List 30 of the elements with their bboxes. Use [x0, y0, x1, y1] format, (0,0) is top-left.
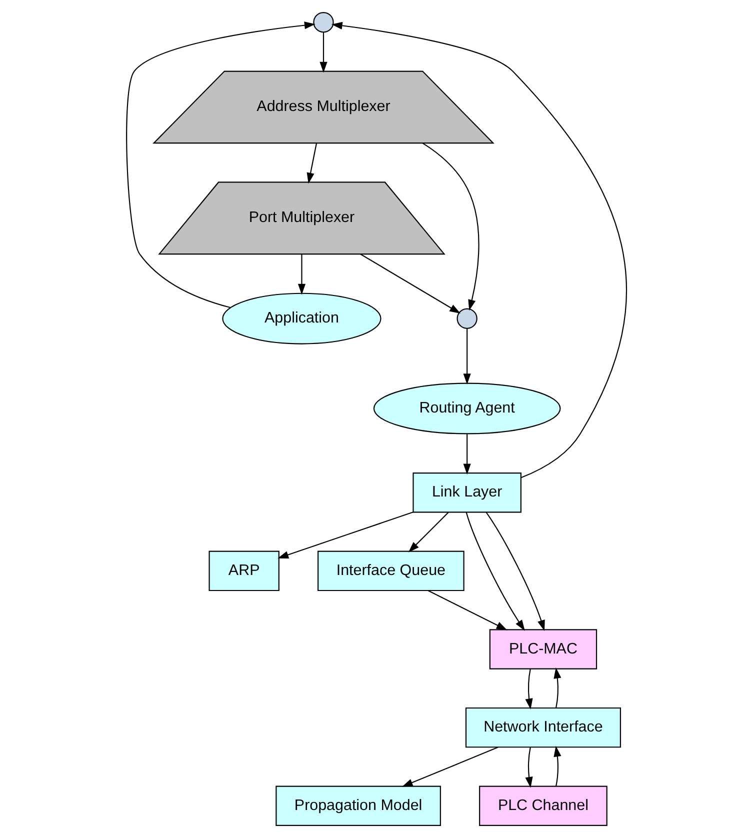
arrow — [277, 512, 413, 558]
arrow — [462, 434, 470, 475]
node-box: PLC Channel — [478, 786, 607, 826]
arrow — [319, 32, 327, 73]
arrow — [306, 143, 317, 184]
node-circle — [312, 12, 334, 33]
arrow — [297, 254, 306, 295]
arrow — [465, 512, 524, 631]
node-box: Interface Queue — [317, 550, 464, 592]
arrow — [126, 22, 315, 308]
node-box: ARP — [208, 550, 279, 592]
node-box: PLC-MAC — [488, 629, 597, 670]
arrow — [427, 590, 507, 630]
node-ellipse: Application — [222, 292, 381, 344]
arrow — [485, 512, 544, 632]
arrow — [401, 746, 498, 787]
arrow — [524, 747, 532, 788]
arrow — [422, 142, 479, 311]
arrow — [462, 328, 470, 384]
arrow — [360, 254, 460, 314]
node-circle — [456, 308, 477, 329]
arrow — [553, 746, 561, 786]
arrow — [330, 22, 626, 478]
arrow — [524, 669, 532, 710]
node-box: Link Layer — [412, 472, 521, 513]
arrow — [553, 668, 561, 708]
arrow — [408, 512, 448, 552]
node-box: Network Interface — [464, 707, 620, 748]
node-box: Propagation Model — [275, 786, 440, 826]
node-ellipse: Routing Agent — [372, 382, 560, 434]
